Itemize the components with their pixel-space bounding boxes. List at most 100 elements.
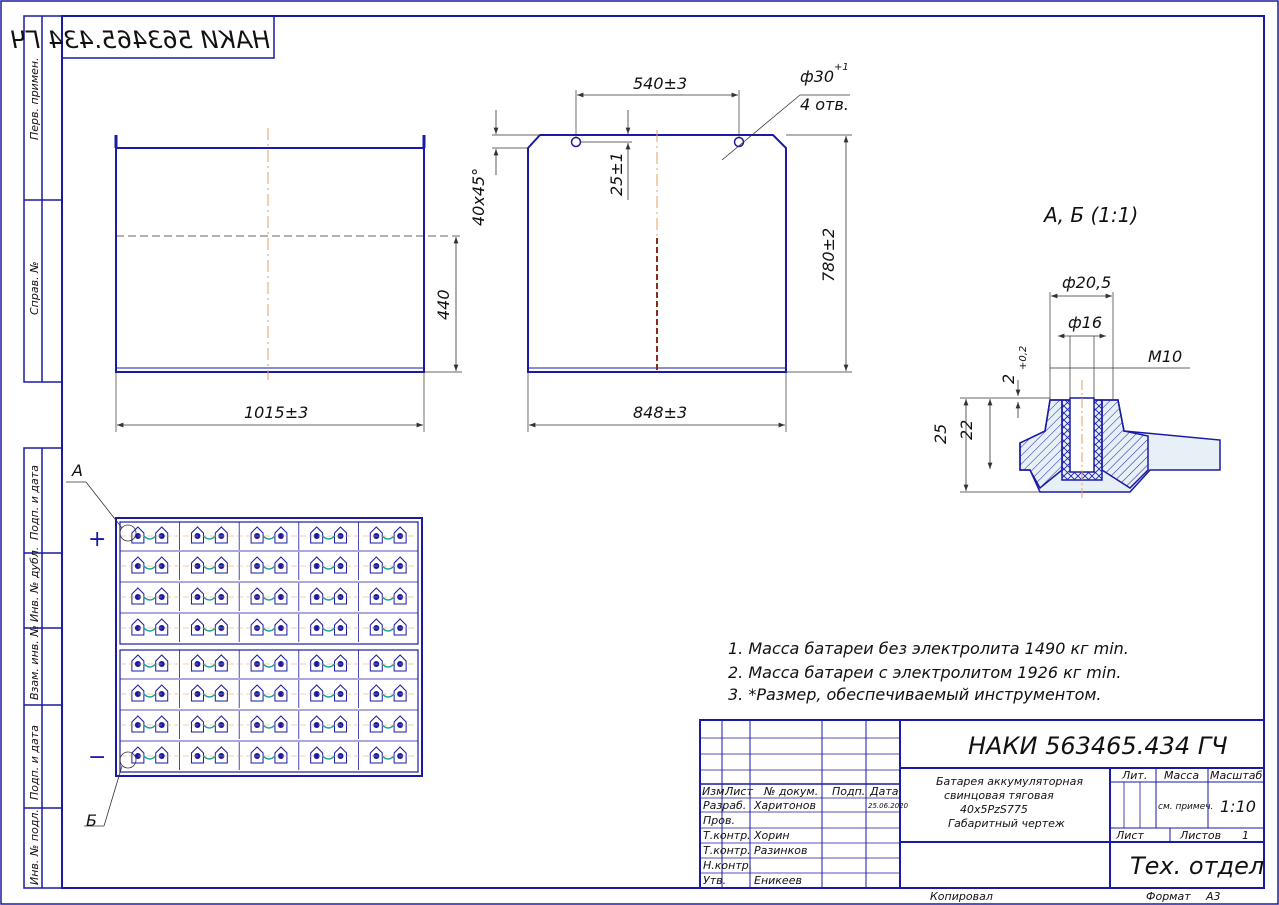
dim-lid-height: 780±2 [819,228,838,282]
pole-terminal [313,594,320,600]
cell-link [322,693,336,698]
cell-link [202,596,216,601]
cell-link [143,535,157,540]
cell-link [143,755,157,760]
pole-terminal [277,533,284,539]
cell-link [322,755,336,760]
cell-link [143,724,157,729]
cell-link [262,693,276,698]
cell-link [322,724,336,729]
pole-terminal [134,563,141,569]
tb-scale-label: Масштаб [1210,769,1262,782]
pole-terminal [277,594,284,600]
pole-terminal [134,753,141,759]
detail-gap: 2 [999,374,1018,384]
terminal-plus: + [88,527,106,552]
pole-terminal [313,533,320,539]
tb-sheets-value: 1 [1242,829,1249,842]
tb-org: Тех. отдел [1130,852,1264,880]
cell-link [202,627,216,632]
callout-b: Б [86,811,97,830]
tb-role-tkontr1: Т.контр. [703,829,751,842]
notes: 1. Масса батареи без электролита 1490 кг… [728,639,1129,704]
cell-grid [120,522,418,770]
tb-scale-value: 1:10 [1220,797,1256,816]
note-1: 1. Масса батареи без электролита 1490 кг… [728,639,1129,658]
tb-hdr-doc: № докум. [763,785,818,798]
pole-terminal [277,722,284,728]
detail-thread: M10 [1148,347,1182,366]
note-2: 2. Масса батареи с электролитом 1926 кг … [728,663,1122,682]
cell-link [262,596,276,601]
tb-sheet-label: Лист [1115,829,1144,842]
tb-role-nkontr: Н.контр. [703,859,752,872]
tb-name-2: свинцовая тяговая [944,789,1054,802]
callout-a: А [71,461,83,480]
tb-name-3: 40x5PzS775 [960,803,1028,816]
cell-link [143,627,157,632]
terminal-minus: − [88,745,106,770]
tb-role-utv: Утв. [703,874,726,887]
side-label-inv-podl: Инв. № подл. [28,809,41,885]
cell-link [381,535,395,540]
mirror-code: НАКИ 563465.434 ГЧ [10,26,270,54]
detail-h2: 22 [957,420,976,440]
cell-link [262,627,276,632]
cell-link [262,663,276,668]
cell-link [202,565,216,570]
pole-terminal [134,625,141,631]
pole-terminal [313,661,320,667]
cell-link [262,724,276,729]
pole-terminal [277,625,284,631]
dim-hole-count: 4 отв. [800,95,849,114]
detail-d1: ф20,5 [1062,273,1111,292]
side-view [492,90,852,432]
tb-hdr-date: Дата [869,785,899,798]
side-label-inv-dubl: Инв. № дубл. [28,547,41,622]
pole-terminal [134,533,141,539]
cell-link [262,755,276,760]
tb-name: Батарея аккумуляторная свинцовая тяговая… [936,775,1083,830]
cell-link [202,663,216,668]
tb-code: НАКИ 563465.434 ГЧ [968,732,1228,760]
side-label-sprav: Справ. № [28,261,41,315]
tb-mass-value: см. примеч. [1158,802,1213,812]
side-label-vzam: Взам. инв. № [28,625,41,700]
cell-link [381,565,395,570]
cell-link [322,535,336,540]
dim-chamfer: 40x45° [469,168,488,226]
top-view [66,481,423,827]
pole-terminal [313,691,320,697]
cell-link [322,627,336,632]
cell-link [322,596,336,601]
tb-person-1: Харитонов [753,799,816,812]
dim-height: 440 [434,289,453,320]
pole-terminal [134,661,141,667]
tb-role-tkontr2: Т.контр. [703,844,751,857]
dim-length: 1015±3 [244,403,308,422]
cell-link [381,693,395,698]
detail-section [960,292,1221,500]
tb-person-3: Хорин [753,829,790,842]
tb-hdr-izm: Изм. [702,785,728,798]
cell-link [202,724,216,729]
cell-link [143,663,157,668]
dim-hole-dia-tol: +1 [834,62,849,73]
side-label-podp2: Подп. и дата [28,725,41,800]
title-block [699,719,1265,889]
dim-hole-dia: ф30 [800,67,834,86]
pole-terminal [134,594,141,600]
pole-terminal [134,722,141,728]
side-strip [23,15,63,889]
cell-link [202,535,216,540]
dim-hole-offset: 25±1 [607,152,626,196]
tb-headers: Изм. Лист № докум. Подп. Дата [702,785,899,798]
cell-link [202,693,216,698]
pole-terminal [277,661,284,667]
cell-link [381,596,395,601]
tb-date: 25.06.2020 [868,802,909,810]
cell-link [381,755,395,760]
mirror-code-box [61,15,275,59]
